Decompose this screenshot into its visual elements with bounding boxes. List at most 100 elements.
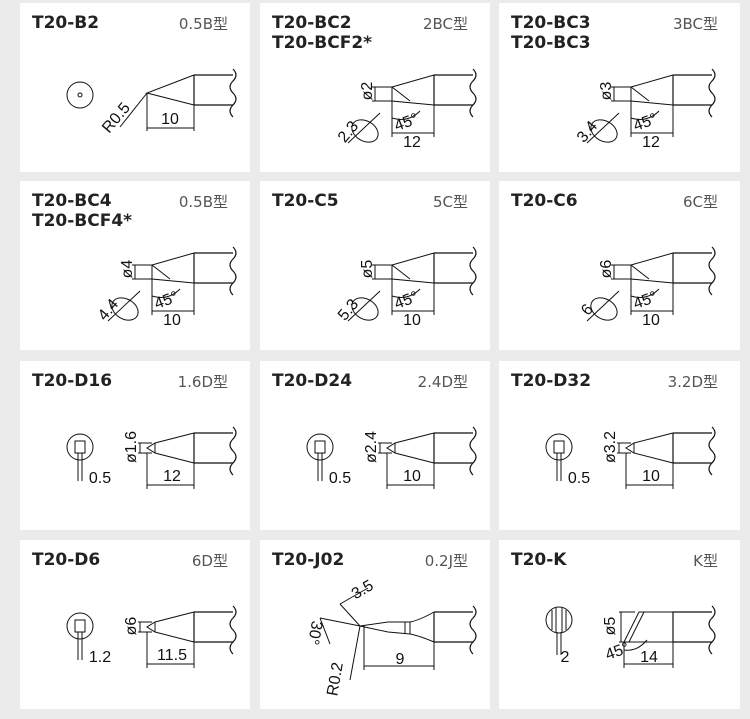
dimension-label: 0.5 <box>329 470 351 487</box>
dimension-label: 10 <box>642 312 660 329</box>
tip-model: T20-D24 <box>272 371 353 391</box>
dimension-label: ø5 <box>602 617 619 636</box>
tip-title: T20-J02 <box>272 550 344 570</box>
tip-type: 3BC型 <box>672 15 718 33</box>
tip-model: T20-J02 <box>272 550 345 570</box>
dimension-label: ø2 <box>359 82 376 101</box>
dimension-label: 10 <box>403 468 421 485</box>
tip-type: 0.2J型 <box>424 552 468 570</box>
tip-model: T20-BC4 <box>32 191 112 211</box>
tip-title: T20-C5 <box>272 191 339 211</box>
tip-model: T20-BC2 <box>272 13 352 33</box>
tip-model: T20-K <box>511 550 567 570</box>
dimension-label: 10 <box>163 312 181 329</box>
dimension-label: 4.4 <box>95 296 122 324</box>
tip-type: 0.5B型 <box>178 15 228 33</box>
tip-model: T20-B2 <box>32 13 100 33</box>
dimension-label: 2.3 <box>335 118 362 146</box>
tip-card-t20-d32: ø3.2 0.5 10 T20-D32 3.2D型 <box>499 361 740 530</box>
dimension-label: 1.2 <box>89 649 111 666</box>
tip-type: 0.5B型 <box>178 193 228 211</box>
dimension-label: 12 <box>403 134 421 151</box>
tip-model: T20-C6 <box>511 191 578 211</box>
tip-type: 3.2D型 <box>667 373 718 391</box>
dimension-label: 3.5 <box>349 577 377 603</box>
tip-dimension-diagram: ø2.4 0.5 10 <box>306 426 477 489</box>
tip-card-t20-b2: R0.5 10 T20-B2 0.5B型 <box>20 3 250 172</box>
tip-dimension-diagram: ø3.2 0.5 10 <box>545 426 716 489</box>
tip-type: 2BC型 <box>422 15 468 33</box>
tip-type: 5C型 <box>432 193 468 211</box>
tip-title: T20-D16 <box>32 371 112 391</box>
tip-model: T20-BC3 <box>511 13 591 33</box>
dimension-label: 3.4 <box>574 118 601 146</box>
dimension-label: ø5 <box>359 260 376 279</box>
tip-title: T20-K <box>511 550 566 570</box>
tip-title: T20-D6 <box>32 550 100 570</box>
tip-title: T20-B2 <box>32 13 99 33</box>
dimension-label: 6 <box>578 301 597 319</box>
tip-model: T20-D6 <box>32 550 101 570</box>
tip-title: T20-D24 <box>272 371 352 391</box>
tip-dimension-diagram: ø1.6 0.5 12 <box>66 426 237 489</box>
dimension-label: 12 <box>642 134 660 151</box>
tip-type: 6D型 <box>191 552 228 570</box>
tip-model: T20-BCF2* <box>272 33 373 53</box>
dimension-label: ø2.4 <box>363 431 380 463</box>
tip-type: 1.6D型 <box>177 373 228 391</box>
dimension-label: 30° <box>304 619 325 646</box>
dimension-label: 9 <box>396 651 405 668</box>
tip-card-t20-d6: ø6 1.2 11.5 T20-D6 6D型 <box>20 540 250 709</box>
tip-dimension-diagram: 3.5 30° R0.2 9 <box>304 577 477 697</box>
dimension-label: 12 <box>163 468 181 485</box>
tip-type: 2.4D型 <box>417 373 468 391</box>
dimension-label: ø6 <box>598 260 615 279</box>
tip-model: T20-D32 <box>511 371 592 391</box>
tip-type: 6C型 <box>682 193 718 211</box>
dimension-label: R0.2 <box>324 661 347 697</box>
dimension-label: ø3.2 <box>602 431 619 463</box>
tip-model: T20-BC3 <box>511 33 591 53</box>
tip-dimension-diagram: ø5 2 45° 14 <box>545 605 716 668</box>
dimension-label: 0.5 <box>568 470 590 487</box>
dimension-label: 10 <box>403 312 421 329</box>
dimension-label: 5.3 <box>335 296 362 324</box>
dimension-label: ø1.6 <box>123 431 140 463</box>
tip-title: T20-C6 <box>511 191 578 211</box>
dimension-label: 14 <box>640 649 658 666</box>
tip-dimension-diagram: ø6 1.2 11.5 <box>66 605 237 668</box>
dimension-label: 2 <box>561 649 570 666</box>
tip-card-t20-d24: ø2.4 0.5 10 T20-D24 2.4D型 <box>260 361 490 530</box>
tip-dimension-diagram: R0.5 10 <box>66 68 237 137</box>
tip-card-t20-d16: ø1.6 0.5 12 T20-D16 1.6D型 <box>20 361 250 530</box>
tip-model: T20-D16 <box>32 371 113 391</box>
dimension-label: 10 <box>161 111 179 128</box>
tip-model: T20-BCF4* <box>32 211 133 231</box>
tip-title: T20-D32 <box>511 371 591 391</box>
tip-model: T20-C5 <box>272 191 339 211</box>
tip-card-t20-j02: 3.5 30° R0.2 9 T20-J02 0.2J型 <box>260 540 490 709</box>
dimension-label: 11.5 <box>157 647 187 664</box>
dimension-label: ø4 <box>119 260 136 279</box>
dimension-label: ø3 <box>598 82 615 101</box>
tip-type: K型 <box>693 552 718 570</box>
dimension-label: 10 <box>642 468 660 485</box>
dimension-label: 45° <box>603 640 632 664</box>
dimension-label: 0.5 <box>89 470 111 487</box>
dimension-label: ø6 <box>123 617 140 636</box>
dimension-label: R0.5 <box>99 100 134 137</box>
tip-card-t20-k: ø5 2 45° 14 T20-K K型 <box>499 540 740 709</box>
